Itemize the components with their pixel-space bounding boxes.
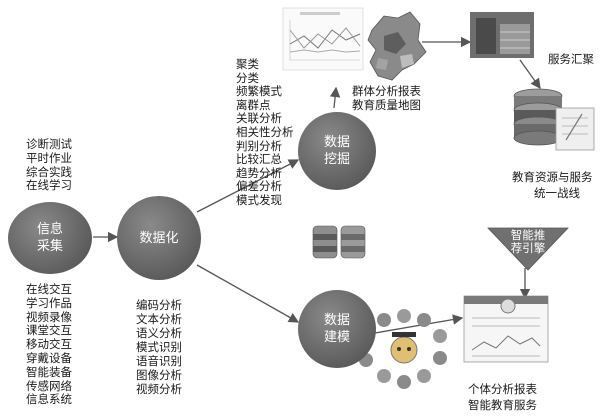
list-item: 关联分析 (236, 111, 282, 126)
list-item: 偏差分析 (236, 179, 282, 194)
list-item: 判别分析 (236, 138, 282, 153)
list-item: 趋势分析 (236, 165, 282, 180)
list-item: 在线交互 (26, 282, 72, 296)
arrow-datafy-to-mining (196, 159, 300, 213)
mini-line-chart (282, 7, 364, 71)
modeling-methods-list: 编码分析 文本分析 语义分析 模式识别 语音识别 图像分析 视频分析 (136, 298, 182, 396)
list-item: 模式发现 (236, 192, 282, 207)
left-bottom-list: 在线交互 学习作品 视频录像 课堂交互 移动交互 穿戴设备 智能装备 传感网络 … (26, 282, 72, 407)
list-item: 聚类 (236, 57, 259, 71)
arrow-building-to-db (519, 59, 541, 90)
list-item: 语音识别 (136, 354, 182, 368)
list-item: 视频分析 (136, 382, 182, 396)
node-data-model: 数据 建模 (298, 290, 376, 368)
left-top-list: 诊断测试 平时作业 综合实践 在线学习 (26, 137, 72, 193)
group-report-label: 群体分析报表 (352, 84, 421, 98)
list-item: 相关性分析 (236, 124, 294, 139)
node-info-collect: 信息 采集 (8, 202, 92, 274)
individual-report-label: 个体分析报表 (468, 382, 537, 396)
list-item: 诊断测试 (26, 137, 72, 151)
mining-methods-list: 聚类 分类 频繁模式 离群点 关联分析 相关性分析 判别分析 比较汇总 趋势分析… (236, 57, 294, 208)
smart-service-label: 智能教育服务 (468, 398, 537, 412)
list-item: 传感网络 (26, 378, 72, 393)
recommend-engine-funnel (487, 227, 569, 271)
list-item: 频繁模式 (236, 84, 282, 99)
quality-map-illustration (367, 11, 427, 81)
resource-label-1: 教育资源与服务 (512, 170, 593, 184)
list-item: 综合实践 (26, 164, 72, 179)
list-item: 语义分析 (136, 326, 182, 340)
list-item: 文本分析 (136, 312, 182, 326)
list-item: 平时作业 (26, 150, 72, 165)
recommend-engine-label: 智能推 荐引擎 (510, 228, 546, 255)
list-item: 离群点 (236, 97, 271, 112)
list-item: 在线学习 (26, 178, 72, 193)
list-item: 图像分析 (136, 368, 182, 382)
quality-map-label: 教育质量地图 (352, 98, 421, 112)
database-illustration (513, 88, 595, 151)
list-item: 穿戴设备 (26, 350, 72, 365)
list-item: 信息系统 (26, 392, 72, 407)
individual-report-illustration (463, 295, 549, 363)
arrow-model-to-report (374, 314, 464, 334)
list-item: 学习作品 (26, 295, 72, 310)
list-item: 分类 (236, 70, 259, 85)
resource-label-2: 统一战线 (534, 186, 580, 200)
arrow-mining-to-chart (329, 86, 341, 109)
small-database-icons (312, 225, 366, 259)
service-gather-label: 服务汇聚 (548, 52, 594, 66)
node-datafy: 数据化 (117, 196, 201, 280)
list-item: 比较汇总 (236, 152, 282, 167)
arrow-datafy-to-model (196, 264, 300, 323)
list-item: 编码分析 (136, 298, 182, 312)
list-item: 智能装备 (26, 364, 72, 379)
building-illustration (470, 12, 534, 58)
list-item: 移动交互 (26, 337, 72, 352)
list-item: 模式识别 (136, 340, 182, 354)
list-item: 视频录像 (26, 309, 72, 324)
node-data-mining: 数据 挖掘 (298, 112, 376, 190)
list-item: 课堂交互 (26, 323, 72, 338)
